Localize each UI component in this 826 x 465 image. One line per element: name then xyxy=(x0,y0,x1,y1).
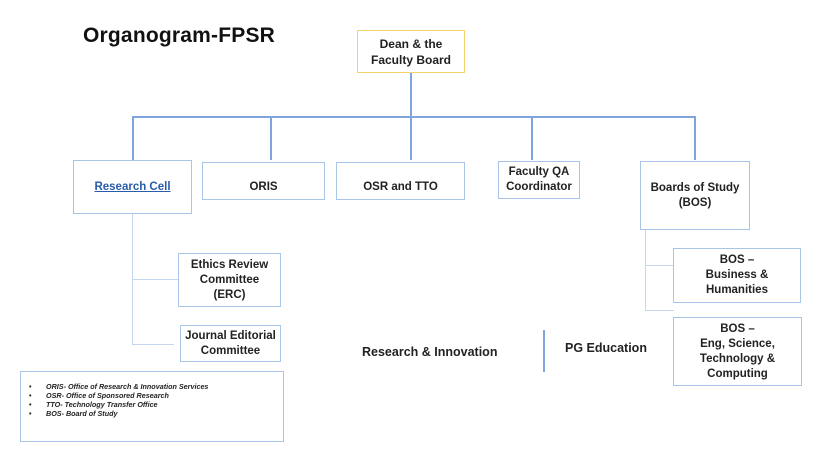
node-label: Dean & the Faculty Board xyxy=(370,36,451,67)
connector-root-trunk xyxy=(410,73,412,117)
section-divider xyxy=(543,330,545,372)
node-label: BOS – Business & Humanities xyxy=(705,254,769,296)
section-research-innovation: Research & Innovation xyxy=(362,345,498,359)
connector-erc xyxy=(132,279,178,280)
connector-bos-eng xyxy=(645,310,674,311)
node-label: Ethics Review Committee (ERC) xyxy=(190,258,269,301)
node-ethics-review-committee: Ethics Review Committee (ERC) xyxy=(178,253,281,307)
node-faculty-qa-coordinator: Faculty QA Coordinator xyxy=(498,161,580,199)
legend-item: TTO- Technology Transfer Office xyxy=(29,400,283,409)
node-bos-business-humanities: BOS – Business & Humanities xyxy=(673,248,801,303)
node-boards-of-study: Boards of Study (BOS) xyxy=(640,161,750,230)
research-cell-link[interactable]: Research Cell xyxy=(94,180,171,193)
node-label: Faculty QA Coordinator xyxy=(506,166,572,193)
abbreviation-legend: ORIS- Office of Research & Innovation Se… xyxy=(20,371,284,442)
node-osr-tto: OSR and TTO xyxy=(336,162,465,200)
node-research-cell[interactable]: Research Cell xyxy=(73,160,192,214)
connector-bos-trunk xyxy=(645,230,646,310)
node-journal-editorial-committee: Journal Editorial Committee xyxy=(180,325,281,362)
node-bos-eng-science-tech-computing: BOS – Eng, Science, Technology & Computi… xyxy=(673,317,802,386)
node-label: Boards of Study (BOS) xyxy=(650,181,740,209)
node-label: Journal Editorial Committee xyxy=(185,329,276,357)
connector-faculty-qa xyxy=(531,116,533,160)
node-dean-faculty-board: Dean & the Faculty Board xyxy=(357,30,465,73)
node-label: ORIS xyxy=(249,180,278,193)
legend-item: ORIS- Office of Research & Innovation Se… xyxy=(29,382,283,391)
section-pg-education: PG Education xyxy=(565,341,647,355)
connector-research-cell xyxy=(132,116,134,160)
connector-level1-bar xyxy=(132,116,696,118)
node-label: OSR and TTO xyxy=(363,180,438,193)
connector-osr-tto xyxy=(410,116,412,160)
legend-item: BOS- Board of Study xyxy=(29,409,283,418)
connector-bos xyxy=(694,116,696,160)
connector-oris xyxy=(270,116,272,160)
connector-bos-business xyxy=(645,265,674,266)
node-oris: ORIS xyxy=(202,162,325,200)
diagram-title: Organogram-FPSR xyxy=(83,24,276,47)
connector-journal xyxy=(132,344,174,345)
node-label: BOS – Eng, Science, Technology & Computi… xyxy=(699,322,776,380)
legend-item: OSR- Office of Sponsored Research xyxy=(29,391,283,400)
